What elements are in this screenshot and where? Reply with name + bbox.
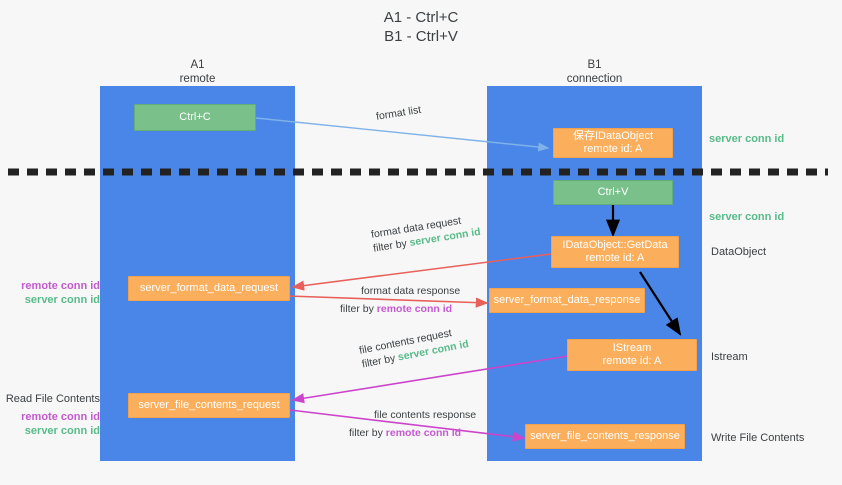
left-label-remote-conn-id-format: remote conn id: [21, 280, 100, 292]
column-header-a1: A1 remote: [100, 58, 295, 86]
column-b1-sub: connection: [566, 73, 623, 85]
node-idataobject-getdata[interactable]: IDataObject::GetData remote id: A: [551, 236, 679, 268]
node-server-file-contents-response[interactable]: server_file_contents_response: [525, 424, 685, 449]
node-istream-line1: IStream: [612, 342, 652, 354]
column-a1-sub: remote: [179, 73, 216, 85]
node-server-format-data-request[interactable]: server_format_data_request: [128, 276, 290, 301]
node-store-idataobject-line2: remote id: A: [583, 143, 643, 155]
column-a1-name: A1: [190, 59, 205, 71]
right-label-dataobject: DataObject: [711, 246, 767, 258]
node-server-format-data-response[interactable]: server_format_data_response: [489, 288, 645, 313]
title-line-1: A1 - Ctrl+C: [383, 9, 459, 26]
left-label-file-conn-ids: remote conn id server conn id: [8, 410, 100, 438]
node-server-file-contents-request[interactable]: server_file_contents_request: [128, 393, 290, 418]
node-store-idataobject[interactable]: 保存IDataObject remote id: A: [553, 128, 673, 158]
edge-label-file-contents-request: file contents request filter by server c…: [358, 327, 470, 371]
right-label-istream: Istream: [711, 351, 748, 363]
left-label-server-conn-id-file: server conn id: [24, 425, 100, 437]
edge-label-format-data-response: format data response filter by remote co…: [340, 285, 461, 315]
right-label-server-conn-id-mid: server conn id: [709, 211, 785, 223]
node-server-file-contents-request-label: server_file_contents_request: [138, 399, 280, 411]
node-server-format-data-response-label: server_format_data_response: [493, 294, 641, 306]
right-label-server-conn-id-top: server conn id: [709, 133, 785, 145]
edge-label-format-list: format list: [375, 103, 422, 123]
node-idataobject-getdata-line1: IDataObject::GetData: [562, 239, 668, 251]
left-label-read-file-contents: Read File Contents: [5, 393, 100, 405]
node-ctrl-v[interactable]: Ctrl+V: [553, 180, 673, 205]
edge-label-file-contents-response: file contents response filter by remote …: [349, 409, 477, 439]
left-label-server-conn-id-format: server conn id: [24, 294, 100, 306]
node-idataobject-getdata-line2: remote id: A: [585, 252, 645, 264]
left-label-format-conn-ids: remote conn id server conn id: [8, 279, 100, 307]
left-label-remote-conn-id-file: remote conn id: [21, 411, 100, 423]
page-title: A1 - Ctrl+C B1 - Ctrl+V: [0, 8, 842, 46]
column-b1-name: B1: [587, 59, 602, 71]
node-istream[interactable]: IStream remote id: A: [567, 339, 697, 371]
column-header-b1: B1 connection: [487, 58, 702, 86]
node-istream-line2: remote id: A: [602, 355, 662, 367]
edge-label-format-data-request: format data request filter by server con…: [370, 214, 482, 255]
node-store-idataobject-line1: 保存IDataObject: [572, 130, 654, 142]
node-ctrl-v-label: Ctrl+V: [597, 186, 629, 198]
edge-filter-file-contents-response: filter by remote conn id: [349, 427, 462, 439]
node-ctrl-c-label: Ctrl+C: [179, 111, 211, 123]
node-server-format-data-request-label: server_format_data_request: [139, 282, 279, 294]
node-ctrl-c[interactable]: Ctrl+C: [134, 104, 256, 131]
title-line-2: B1 - Ctrl+V: [384, 28, 458, 45]
node-server-file-contents-response-label: server_file_contents_response: [530, 430, 680, 442]
right-label-write-file-contents: Write File Contents: [711, 432, 805, 444]
edge-filter-format-data-response: filter by remote conn id: [340, 303, 453, 315]
